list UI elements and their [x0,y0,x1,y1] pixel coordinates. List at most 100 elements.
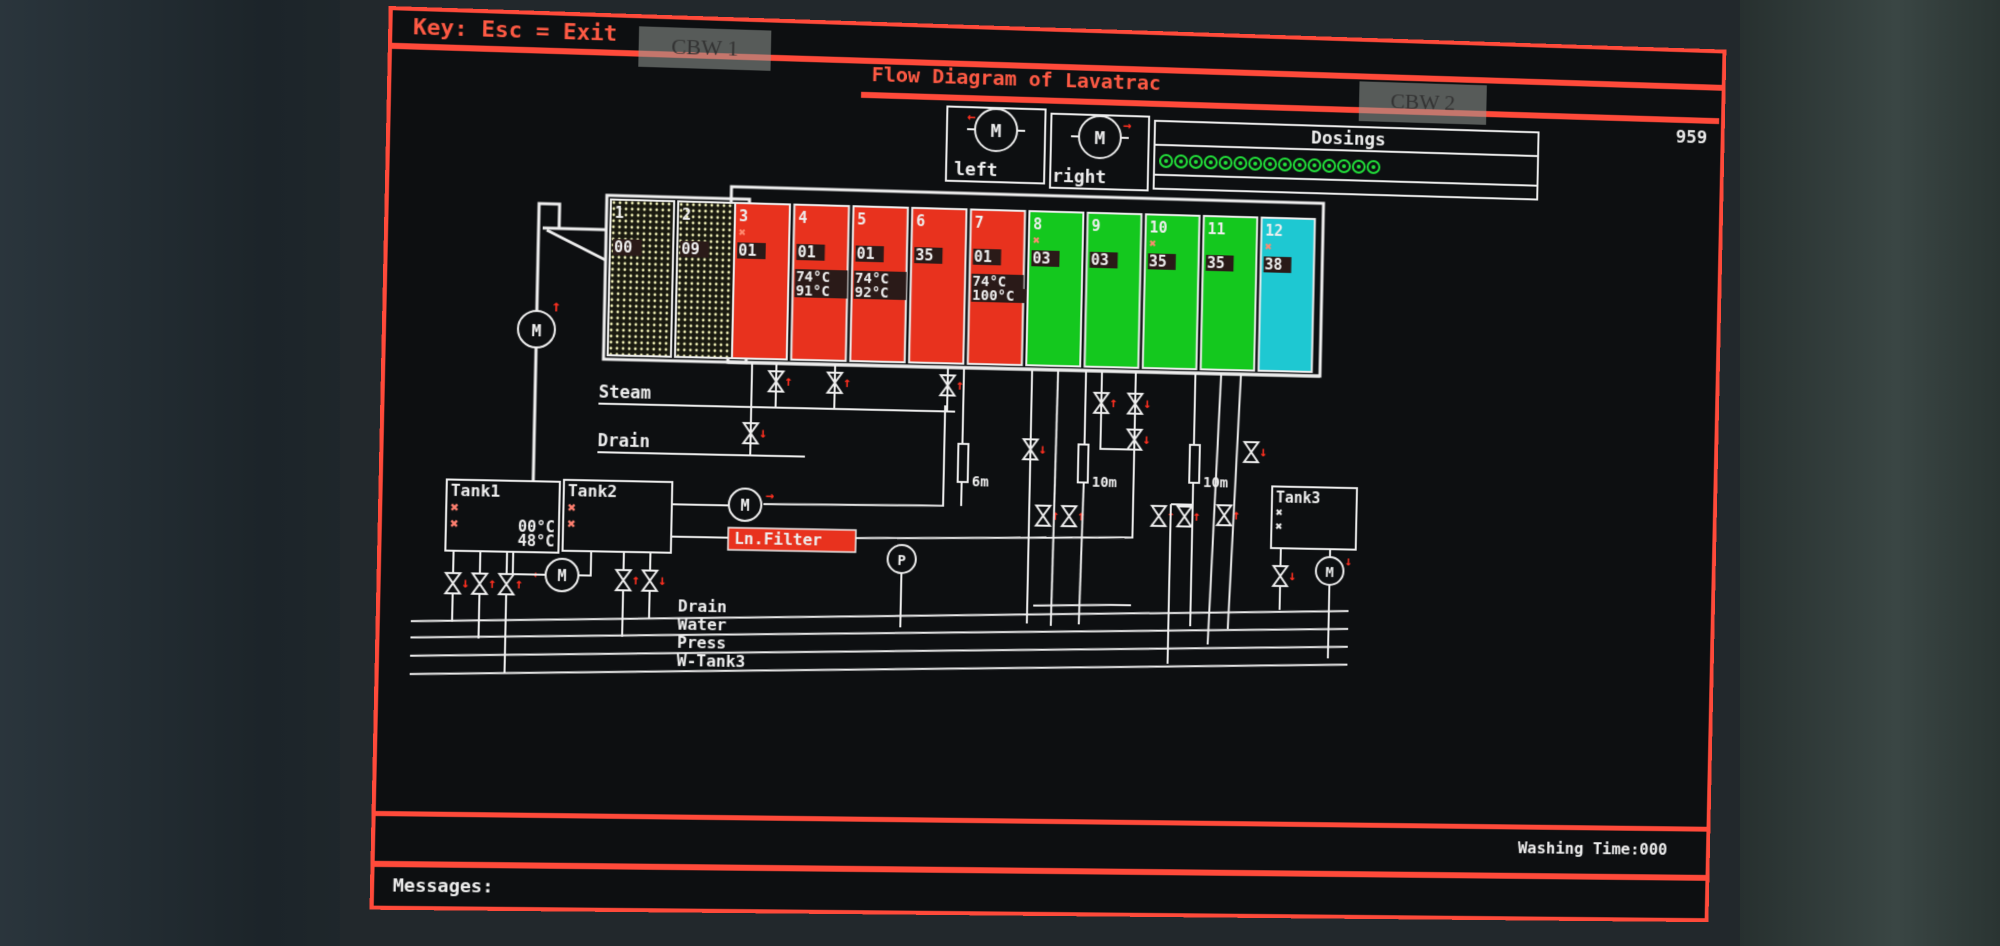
compartment-8[interactable]: 8✖03 [1026,211,1083,366]
arrow-up-icon: ↑ [1192,509,1201,525]
compartment-number: 4 [798,209,808,227]
compartment-3[interactable]: 3✖ 01 [732,203,790,360]
compartment-11[interactable]: 11 35 [1201,216,1258,371]
compartment-12[interactable]: 12✖38 [1258,218,1314,372]
arrow-up-icon: ↑ [551,296,561,315]
compartment-9[interactable]: 903 [1085,213,1142,368]
valve-icon[interactable]: ↓ [743,423,767,444]
filter-label: Ln.Filter [734,529,823,550]
valve-icon[interactable]: ↓ [1273,566,1297,586]
compartment-value: 00 [614,238,633,257]
dosing-indicator [1160,155,1172,167]
compartment-temp: 91°C [795,283,829,300]
dosing-indicator [1220,157,1232,169]
alarm-x-icon: ✖ [739,225,747,239]
compartment-temp: 100°C [972,288,1015,305]
valve-icon[interactable]: ↓ [643,570,667,591]
washing-time: Washing Time:000 [1518,838,1668,858]
wtank3-label: W-Tank3 [677,651,746,671]
flowmeter-3: 10m [1189,445,1229,492]
valve-icon[interactable]: ↑ [940,375,964,396]
flow-diagram: M ← left M → right Dosings 1002093✖01401… [374,10,1723,918]
valve-icon[interactable]: ↑ [1094,393,1118,414]
compartment-number: 3 [739,207,749,225]
motor-right-box[interactable]: M → right [1050,114,1149,191]
arrow-up-icon: ↑ [1051,508,1060,524]
arrow-down-icon: ↓ [759,425,768,441]
compartment-number: 12 [1265,222,1283,240]
compartment-value: 03 [1032,249,1050,267]
compartment-7[interactable]: 70174°C100°C [968,209,1031,365]
x-icon: ✖ [1276,505,1283,519]
flowmeter-label: 6m [972,474,989,490]
compartment-number: 11 [1207,220,1225,238]
arrow-up-icon: ↑ [784,374,793,390]
arrow-up-icon: ↑ [1109,395,1118,411]
compartment-value: 03 [1091,251,1109,269]
motor-right-label: right [1052,166,1106,188]
arrow-up-icon: ↑ [843,375,852,391]
compartment-value: 01 [738,241,757,259]
compartment-temp: 92°C [855,285,889,302]
motor-left-box[interactable]: M ← left [946,106,1046,183]
dosing-indicator [1279,158,1291,170]
compartment-number: 8 [1033,215,1042,233]
arrow-down-icon: ↓ [1259,444,1268,460]
compartment-10[interactable]: 10✖35 [1143,214,1200,369]
valve-icon[interactable]: ↑ [499,574,524,595]
compartment-5[interactable]: 50174°C92°C [850,206,908,362]
tank1-temp-2: 48°C [517,532,554,551]
compartment-value: 01 [856,245,875,263]
valve-icon[interactable]: ↓ [1127,429,1151,449]
valve-icon[interactable]: ↑ [828,373,852,394]
compartment-number: 6 [916,212,925,230]
valve-icon[interactable]: ↓ [1128,394,1152,414]
drain-label: Drain [678,596,727,616]
alarm-x-icon: ✖ [450,500,459,516]
motor-symbol: M [1094,128,1105,149]
compartment-value: 35 [1207,254,1225,272]
arrow-right-icon: → [1123,118,1132,134]
alarm-x-icon: ✖ [450,516,459,532]
chute-motor[interactable]: M ↑ [518,295,562,348]
valve-icon[interactable]: ↑ [1036,506,1060,526]
compartment-number: 1 [615,204,625,222]
arrow-down-icon: ↓ [1142,432,1151,448]
compartment-value: 01 [974,248,992,266]
valve-icon[interactable]: ↑ [769,371,793,392]
arrow-down-icon: ↓ [461,575,470,591]
dosing-indicator [1308,159,1320,171]
valve-icon[interactable]: ↑ [472,573,497,594]
valve-icon[interactable]: ↓ [1244,442,1268,462]
compartment-2[interactable]: 209 [675,201,741,358]
valve-icon[interactable]: ↑ [616,570,640,591]
dosing-indicator [1294,159,1306,171]
tank1[interactable]: Tank1 ✖ ✖ 00°C 48°C [445,479,560,552]
water-label: Water [677,615,727,635]
tank3-label: Tank3 [1276,489,1321,508]
dosing-indicator [1323,160,1335,172]
drain-upper-label: Drain [597,431,650,452]
background-right [1740,0,2000,946]
alarm-x-icon: ✖ [1265,240,1272,254]
tank3-pump[interactable]: M ↓ [1279,548,1353,659]
compartment-4[interactable]: 40174°C91°C [791,205,849,361]
alarm-x-icon: ✖ [567,500,576,516]
valve-icon[interactable]: ↑ [1177,506,1201,526]
valve-icon[interactable]: ↓ [445,573,470,594]
background-left [0,0,380,946]
compartment-number: 7 [975,214,984,232]
dosing-indicator [1367,161,1379,173]
valve-icon[interactable]: ↓ [1023,439,1047,460]
compartment-value: 35 [1149,252,1167,270]
valve-icon[interactable]: ↑ [1217,505,1241,525]
ln-filter[interactable]: Ln.Filter [728,528,856,553]
arrow-down-icon: ↓ [1038,442,1047,458]
compartment-1[interactable]: 1 00 [608,199,675,356]
tank2[interactable]: Tank2 ✖ ✖ [563,480,673,553]
compartment-value: 35 [915,246,934,264]
compartment-6[interactable]: 6 35 [909,208,967,364]
steam-label: Steam [598,382,651,403]
arrow-up-icon: ↑ [631,572,640,588]
tank3[interactable]: Tank3 ✖ ✖ [1271,486,1357,549]
